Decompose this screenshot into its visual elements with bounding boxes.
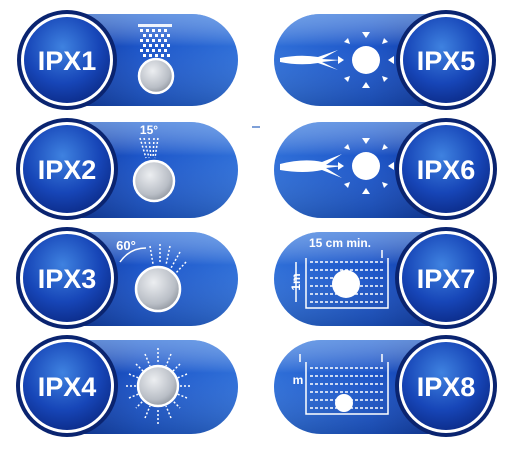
badge-code: IPX8 — [417, 372, 476, 402]
badge-disc — [403, 17, 489, 103]
sphere-icon — [132, 159, 176, 203]
sphere-icon — [335, 394, 353, 412]
badge-disc — [402, 125, 490, 213]
badge-code: IPX6 — [417, 155, 476, 185]
badge-ipx5: IPX5 — [274, 10, 496, 110]
angle-label: 60° — [116, 238, 136, 253]
angle-label: 15° — [140, 123, 158, 137]
sphere-icon — [137, 57, 175, 95]
sphere-icon — [136, 364, 180, 408]
badge-disc — [402, 234, 490, 322]
badge-code: IPX1 — [38, 46, 97, 76]
badge-code: IPX4 — [38, 372, 97, 402]
badge-ipx6: IPX6 — [274, 118, 497, 220]
badge-code: IPX2 — [38, 155, 97, 185]
angle-arc-icon — [119, 247, 147, 263]
dripping-water-icon — [138, 24, 172, 57]
badge-ipx1: IPX1 — [17, 10, 238, 110]
water-jet-icon — [280, 50, 340, 70]
badge-disc — [24, 17, 110, 103]
depth-label: m — [293, 373, 304, 387]
sphere-icon — [134, 265, 182, 313]
badge-code: IPX5 — [417, 46, 476, 76]
badge-ipx4: IPX4 — [16, 335, 238, 437]
sphere-icon — [332, 270, 360, 298]
depth-min-label: 15 cm min. — [309, 236, 371, 250]
sphere-with-arrows-icon — [338, 138, 394, 194]
badge-disc — [23, 342, 111, 430]
powerful-water-jet-icon — [280, 154, 344, 178]
divider-mark — [252, 126, 260, 128]
badge-ipx8: IPX8 m — [274, 335, 497, 437]
spray-rays-icon — [149, 244, 187, 275]
badge-disc — [23, 125, 111, 213]
badge-ipx7: IPX7 15 cm min. 1m — [274, 227, 497, 329]
sphere-with-arrows-icon — [338, 32, 394, 88]
badge-disc — [402, 342, 490, 430]
badge-disc — [23, 234, 111, 322]
badge-ipx3: IPX3 60° — [16, 227, 238, 329]
badge-code: IPX3 — [38, 264, 97, 294]
spray-angle-icon — [139, 137, 159, 159]
depth-label: 1m — [289, 273, 303, 290]
badge-ipx2: IPX2 15° — [16, 118, 238, 220]
badge-code: IPX7 — [417, 264, 476, 294]
